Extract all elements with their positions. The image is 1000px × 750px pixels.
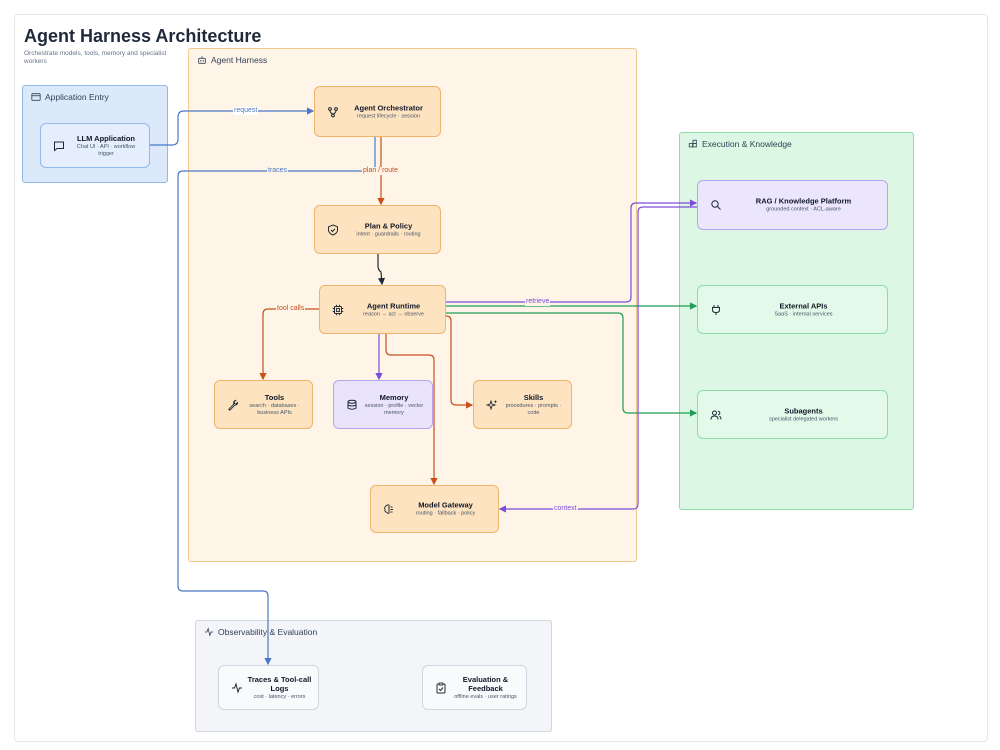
node-agent-runtime[interactable]: Agent Runtime reason → act → observe [319, 285, 446, 334]
edge-retrieve [446, 199, 698, 303]
activity-icon [232, 681, 242, 694]
node-title: Plan & Policy [364, 221, 413, 230]
edge-context [498, 206, 697, 513]
node-subtitle: reason → act → observe [363, 311, 424, 317]
window-icon [31, 93, 41, 101]
brain-icon [384, 504, 393, 514]
node-title: External APIs [779, 301, 828, 310]
clipboard-check-icon [436, 682, 446, 693]
node-evaluation-feedback[interactable]: Evaluation & Feedback offline evals · us… [422, 665, 527, 710]
page-subtitle: Orchestrate models, tools, memory and sp… [24, 50, 167, 65]
node-subagents[interactable]: Subagents specialist delegated workers [697, 390, 888, 439]
database-icon [347, 399, 357, 410]
edge-plan-runtime [377, 254, 386, 286]
search-icon [711, 200, 721, 210]
node-plan-policy[interactable]: Plan & Policy intent · guardrails · rout… [314, 205, 441, 254]
node-title: Evaluation & Feedback [462, 674, 509, 693]
node-title: Memory [379, 392, 409, 402]
node-skills[interactable]: Skills procedures · prompts · code [473, 380, 572, 429]
git-branch-icon [328, 106, 338, 117]
node-title: RAG / Knowledge Platform [755, 196, 852, 206]
edge-gateway [385, 334, 438, 486]
edge-label-plan-route: plan / route [362, 167, 400, 175]
edge-tool-calls [259, 308, 319, 381]
edge-request [150, 107, 315, 146]
node-title: LLM Application [76, 133, 136, 143]
node-subtitle: procedures · prompts · code [505, 402, 562, 416]
node-subtitle: SaaS · internal services [774, 311, 833, 317]
shield-check-icon [328, 223, 338, 236]
node-subtitle: routing · fallback · policy [415, 510, 476, 517]
edge-label-traces: traces [267, 167, 289, 175]
robot-icon [198, 56, 206, 64]
node-subtitle: search · databases · business APIs [249, 402, 300, 416]
node-traces-tool-call-logs[interactable]: Traces & Tool-call Logs cost · latency ·… [218, 665, 319, 710]
node-title: Tools [264, 392, 285, 402]
node-external-apis[interactable]: External APIs SaaS · internal services [697, 285, 888, 334]
wrench-icon [228, 399, 238, 411]
node-title: Agent Runtime [366, 301, 421, 310]
node-agent-orchestrator[interactable]: Agent Orchestrator request lifecycle · s… [314, 86, 441, 137]
node-subtitle: specialist delegated workers [768, 416, 839, 422]
node-memory[interactable]: Memory session · profile · vector memory [333, 380, 433, 429]
node-tools[interactable]: Tools search · databases · business APIs [214, 380, 313, 429]
group-label-agent-harness: Agent Harness [211, 55, 268, 65]
node-subtitle: offline evals · user ratings [454, 693, 517, 700]
edge-subagents [446, 312, 698, 417]
cpu-icon [332, 304, 344, 315]
edge-label-request: request [233, 107, 259, 115]
message-square-icon [54, 141, 64, 152]
node-llm-application[interactable]: LLM Application Chat UI · API · workflow… [40, 123, 150, 168]
node-title: Subagents [784, 406, 823, 415]
edge-label-tool-calls: tool calls [276, 305, 306, 313]
activity-icon [204, 627, 214, 637]
page-title: Agent Harness Architecture [24, 26, 262, 46]
plug-icon [712, 304, 720, 315]
node-subtitle: session · profile · vector memory [364, 402, 424, 416]
edge-label-context: context [553, 505, 578, 513]
group-label-application-entry: Application Entry [45, 92, 109, 102]
node-subtitle: grounded context · ACL-aware [766, 206, 841, 213]
node-subtitle: cost · latency · errors [253, 693, 306, 700]
edge-skills [445, 315, 474, 409]
users-icon [710, 410, 722, 420]
node-title: Traces & Tool-call Logs [247, 674, 312, 693]
node-title: Model Gateway [418, 500, 473, 510]
node-subtitle: Chat UI · API · workflow trigger [76, 143, 136, 157]
node-subtitle: request lifecycle · session [357, 113, 420, 119]
blocks-icon [688, 139, 697, 148]
node-title: Agent Orchestrator [354, 103, 423, 112]
sparkles-icon [486, 399, 498, 410]
node-subtitle: intent · guardrails · routing [356, 231, 421, 237]
edge-label-retrieve: retrieve [525, 298, 551, 306]
node-title: Skills [523, 392, 544, 402]
node-rag-knowledge-platform[interactable]: RAG / Knowledge Platform grounded contex… [697, 180, 888, 230]
node-model-gateway[interactable]: Model Gateway routing · fallback · polic… [370, 485, 499, 533]
group-label-execution-knowledge: Execution & Knowledge [702, 139, 792, 149]
